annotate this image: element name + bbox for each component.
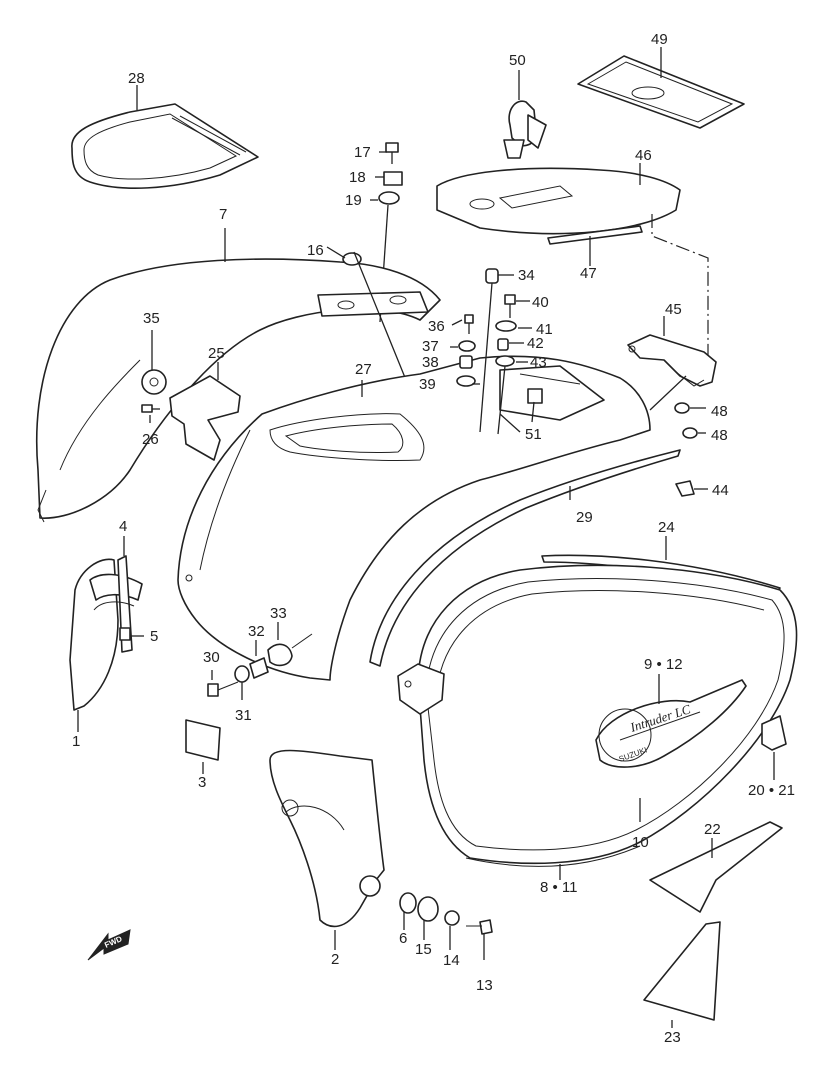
part-48-screws <box>674 402 706 439</box>
callout-16: 16 <box>307 242 324 259</box>
callout-46: 46 <box>635 147 652 164</box>
part-20-21-small-emblem <box>761 715 787 780</box>
callout-45: 45 <box>665 301 682 318</box>
part-45-bracket <box>627 316 717 411</box>
callout-14: 14 <box>443 952 460 969</box>
part-10-side-cover <box>397 564 798 865</box>
part-27-rear-cowl <box>177 355 651 681</box>
callout-34: 34 <box>518 267 535 284</box>
callout-38: 38 <box>422 354 439 371</box>
part-35-26-hardware <box>141 330 167 423</box>
part-30-33-hardware <box>207 622 313 700</box>
callout-41: 41 <box>536 321 553 338</box>
callout-48a: 48 <box>711 403 728 420</box>
part-5-screw <box>119 627 144 641</box>
part-49-pad <box>577 47 745 129</box>
callout-26: 26 <box>142 431 159 448</box>
callout-9-12: 9 • 12 <box>644 656 683 673</box>
part-44-clip <box>675 480 708 497</box>
callout-18: 18 <box>349 169 366 186</box>
callout-28: 28 <box>128 70 145 87</box>
callout-25: 25 <box>208 345 225 362</box>
part-3-block <box>185 719 221 774</box>
part-16-grommet <box>326 246 407 381</box>
callout-43: 43 <box>530 354 547 371</box>
callout-51: 51 <box>525 426 542 443</box>
callout-27: 27 <box>355 361 372 378</box>
part-46-cover <box>436 163 709 360</box>
callout-4: 4 <box>119 518 128 535</box>
part-50-lock <box>503 70 547 159</box>
part-47-strip <box>547 225 643 266</box>
callout-31: 31 <box>235 707 252 724</box>
callout-24: 24 <box>658 519 675 536</box>
callout-35: 35 <box>143 310 160 327</box>
part-25-bracket <box>169 362 241 461</box>
fwd-arrow-icon: FWD <box>87 929 131 961</box>
callout-23: 23 <box>664 1029 681 1046</box>
callout-6: 6 <box>399 930 408 947</box>
callout-13: 13 <box>476 977 493 994</box>
callout-1: 1 <box>72 733 81 750</box>
part-28-seat-pad <box>71 85 259 189</box>
callout-20-21: 20 • 21 <box>748 782 795 799</box>
part-51-fastener <box>531 401 535 423</box>
callout-10: 10 <box>632 834 649 851</box>
callout-22: 22 <box>704 821 721 838</box>
callout-7: 7 <box>219 206 228 223</box>
callout-40: 40 <box>532 294 549 311</box>
callout-3: 3 <box>198 774 207 791</box>
callout-30: 30 <box>203 649 220 666</box>
callout-42: 42 <box>527 335 544 352</box>
callout-29: 29 <box>576 509 593 526</box>
part-1-shield <box>69 536 143 732</box>
callout-50: 50 <box>509 52 526 69</box>
part-22-23-decals <box>643 821 783 1028</box>
part-29-trim <box>369 449 681 667</box>
callout-19: 19 <box>345 192 362 209</box>
callout-36: 36 <box>428 318 445 335</box>
callout-17: 17 <box>354 144 371 161</box>
part-2-frame-cover <box>269 749 385 950</box>
callout-37: 37 <box>422 338 439 355</box>
part-9-12-emblem: Intruder LC SUZUKI <box>595 674 747 768</box>
part-34-43-hardware <box>450 268 532 435</box>
callout-33: 33 <box>270 605 287 622</box>
callout-5: 5 <box>150 628 159 645</box>
callout-49: 49 <box>651 31 668 48</box>
part-6-15-14-13-hardware <box>359 875 493 960</box>
part-7-rear-fender <box>35 228 441 523</box>
callout-47: 47 <box>580 265 597 282</box>
callout-2: 2 <box>331 951 340 968</box>
callout-48b: 48 <box>711 427 728 444</box>
callout-44: 44 <box>712 482 729 499</box>
callout-15: 15 <box>415 941 432 958</box>
callout-8-11: 8 • 11 <box>540 879 578 896</box>
callout-32: 32 <box>248 623 265 640</box>
part-8-11-trim <box>465 845 641 880</box>
callout-39: 39 <box>419 376 436 393</box>
